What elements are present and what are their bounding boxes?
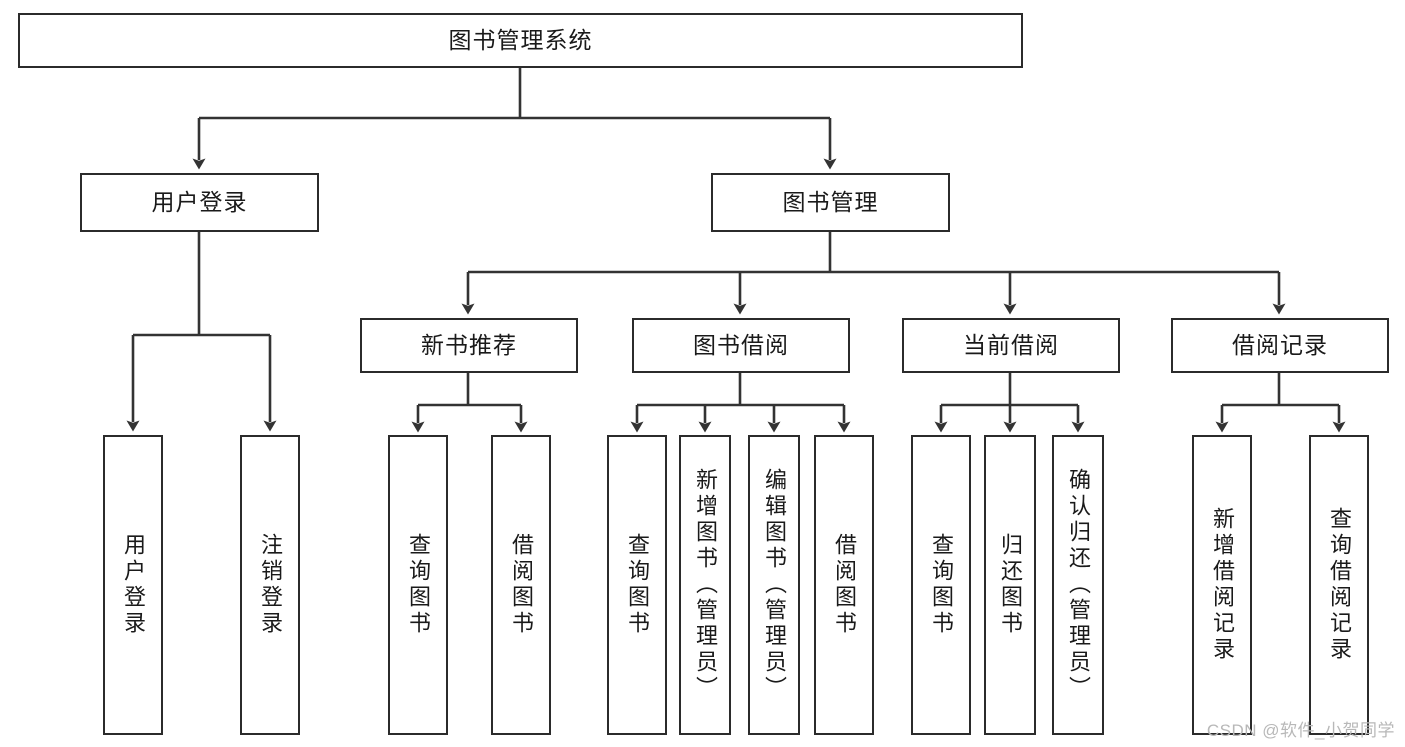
node-new-book-recommend[interactable]: 新书推荐: [360, 318, 578, 373]
node-label: 查询图书: [406, 533, 431, 637]
node-label: 确认归还（管理员）: [1066, 468, 1091, 702]
node-label: 新增借阅记录: [1210, 507, 1235, 663]
node-label: 借阅图书: [509, 533, 534, 637]
node-label: 查询图书: [625, 533, 650, 637]
watermark: CSDN @软件_小贺同学: [1206, 721, 1395, 740]
node-label: 查询图书: [929, 533, 954, 637]
node-leaf-return-book[interactable]: 归还图书: [984, 435, 1036, 735]
node-leaf-add-borrow-record[interactable]: 新增借阅记录: [1192, 435, 1252, 735]
node-label: 借阅记录: [1232, 331, 1328, 358]
node-leaf-user-login[interactable]: 用户登录: [103, 435, 163, 735]
node-label: 借阅图书: [832, 533, 857, 637]
node-current-borrow[interactable]: 当前借阅: [902, 318, 1120, 373]
node-label: 图书管理系统: [448, 26, 593, 53]
node-book-manage[interactable]: 图书管理: [711, 173, 950, 232]
node-leaf-query-book-recommend[interactable]: 查询图书: [388, 435, 448, 735]
node-label: 用户登录: [121, 533, 146, 637]
node-label: 用户登录: [151, 188, 248, 215]
node-label: 新书推荐: [421, 331, 517, 358]
node-label: 图书管理: [782, 188, 879, 215]
node-label: 新增图书（管理员）: [693, 468, 718, 702]
node-label: 编辑图书（管理员）: [762, 468, 787, 702]
node-leaf-query-borrow-record[interactable]: 查询借阅记录: [1309, 435, 1369, 735]
node-label: 查询借阅记录: [1327, 507, 1352, 663]
node-leaf-borrow-book-recommend[interactable]: 借阅图书: [491, 435, 551, 735]
node-label: 当前借阅: [963, 331, 1059, 358]
node-user-login[interactable]: 用户登录: [80, 173, 319, 232]
node-borrow-record[interactable]: 借阅记录: [1171, 318, 1389, 373]
node-label: 图书借阅: [693, 331, 789, 358]
node-leaf-query-book-borrow[interactable]: 查询图书: [607, 435, 667, 735]
node-label: 归还图书: [998, 533, 1023, 637]
node-leaf-confirm-return-admin[interactable]: 确认归还（管理员）: [1052, 435, 1104, 735]
node-label: 注销登录: [258, 533, 283, 637]
node-root-book-management-system[interactable]: 图书管理系统: [18, 13, 1023, 68]
node-leaf-borrow-book-borrow[interactable]: 借阅图书: [814, 435, 874, 735]
node-leaf-logout[interactable]: 注销登录: [240, 435, 300, 735]
node-leaf-add-book-admin[interactable]: 新增图书（管理员）: [679, 435, 731, 735]
node-book-borrow[interactable]: 图书借阅: [632, 318, 850, 373]
node-leaf-edit-book-admin[interactable]: 编辑图书（管理员）: [748, 435, 800, 735]
node-leaf-query-book-current[interactable]: 查询图书: [911, 435, 971, 735]
